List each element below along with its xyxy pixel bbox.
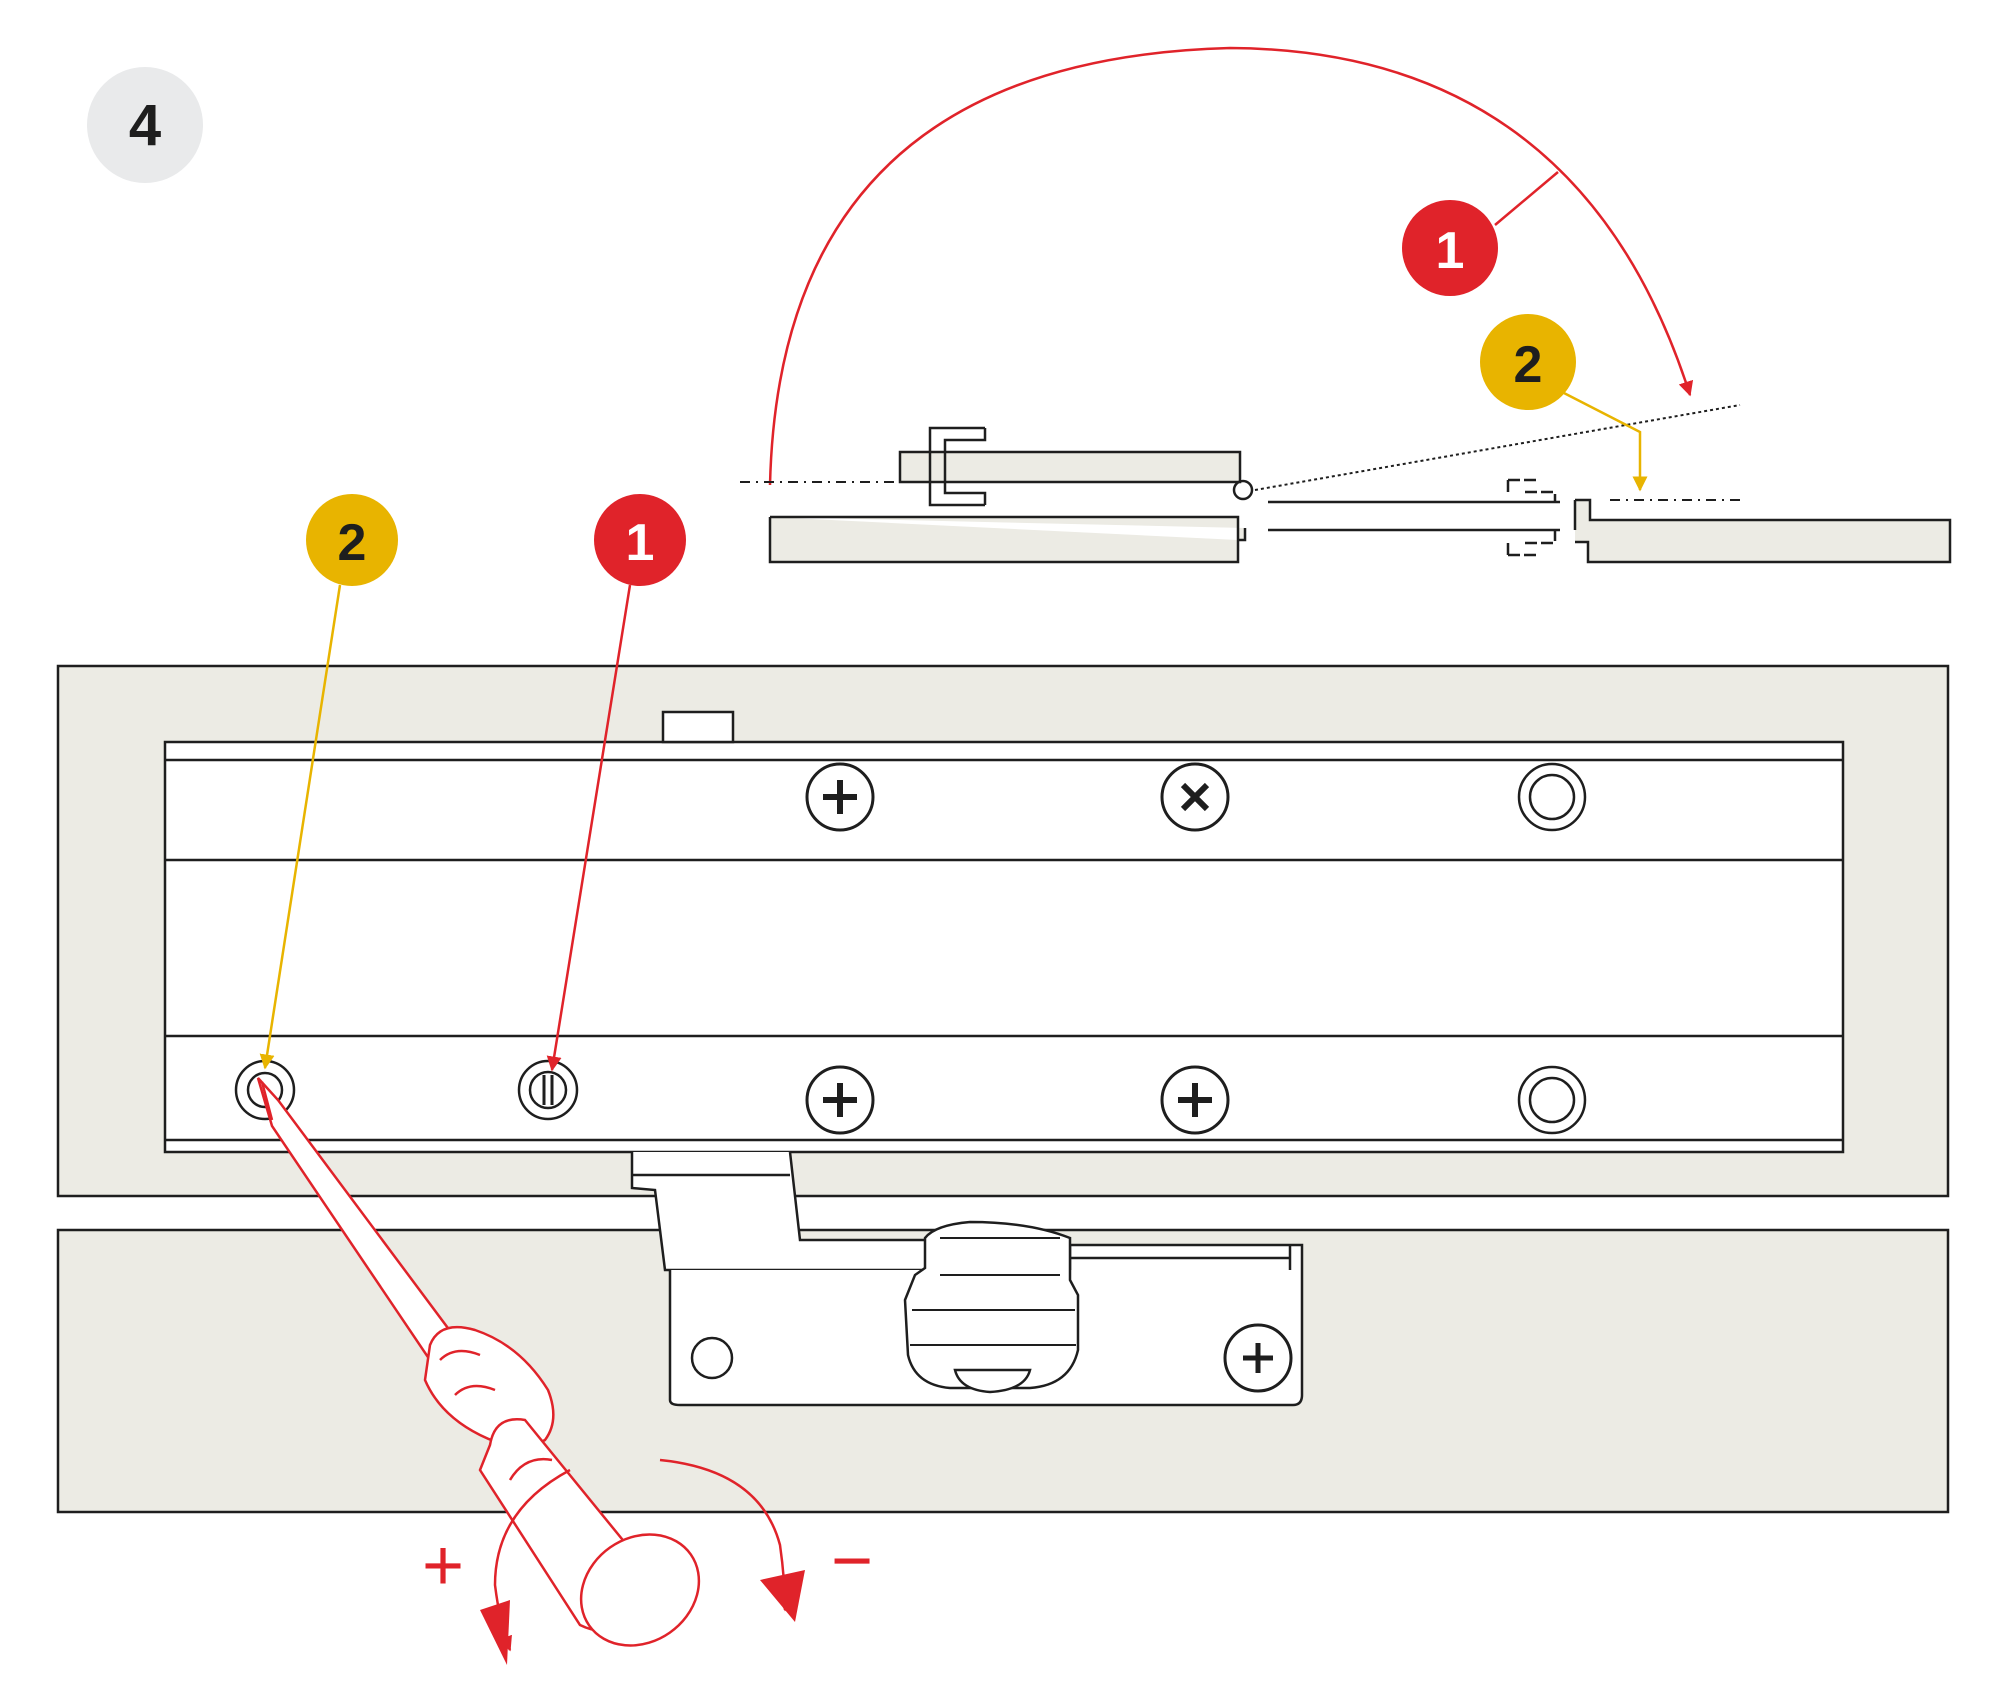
door-leaf: [1268, 500, 1560, 532]
strike-bracket-bottom: [1506, 530, 1557, 557]
leader-left-2: [259, 584, 342, 1070]
step-badge: 4: [87, 67, 203, 183]
plug-icon: [1517, 762, 1587, 832]
plug-icon: [1517, 1065, 1587, 1135]
leader-top-1: [1494, 171, 1559, 226]
phillips-screw-icon: [1223, 1323, 1293, 1393]
svg-text:1: 1: [626, 514, 655, 572]
svg-text:1: 1: [1436, 222, 1465, 280]
svg-text:2: 2: [338, 514, 367, 572]
callout-top-1: 1: [1402, 200, 1498, 296]
pivot: [1232, 479, 1254, 501]
phillips-screw-icon: [805, 762, 875, 832]
door-swing-arc: [768, 46, 1694, 486]
phillips-screw-icon: [805, 1065, 875, 1135]
mounting-hole: [690, 1336, 734, 1380]
leader-top-2: [1561, 390, 1648, 492]
rotation-minus-label: −: [831, 1521, 873, 1601]
callout-top-2: 2: [1480, 314, 1576, 410]
step-number: 4: [129, 93, 161, 158]
closer-body: [163, 740, 1845, 1154]
reference-line-angle: [1254, 404, 1741, 491]
closer-top-tab: [661, 710, 735, 744]
frame-right: [1573, 498, 1952, 564]
adjustment-valve-icon[interactable]: [517, 1059, 579, 1121]
phillips-screw-icon: [1160, 762, 1230, 832]
svg-text:2: 2: [1514, 336, 1543, 394]
rotation-plus-label: +: [422, 1526, 464, 1606]
rotation-arrowheads: [480, 1570, 805, 1665]
callout-left-1: 1: [594, 494, 686, 586]
screwdriver-icon: [256, 1077, 701, 1647]
arm-head: [903, 1220, 1080, 1390]
closer-bracket: [928, 426, 987, 507]
strike-bracket-top: [1506, 478, 1557, 502]
frame-left: [768, 515, 1247, 564]
callout-left-2: 2: [306, 494, 398, 586]
phillips-screw-icon: [1160, 1065, 1230, 1135]
front-view: [56, 664, 1950, 1514]
leader-left-1: [546, 584, 632, 1072]
door-swing-diagram: [740, 46, 1952, 564]
closer-body-side: [898, 450, 1242, 484]
